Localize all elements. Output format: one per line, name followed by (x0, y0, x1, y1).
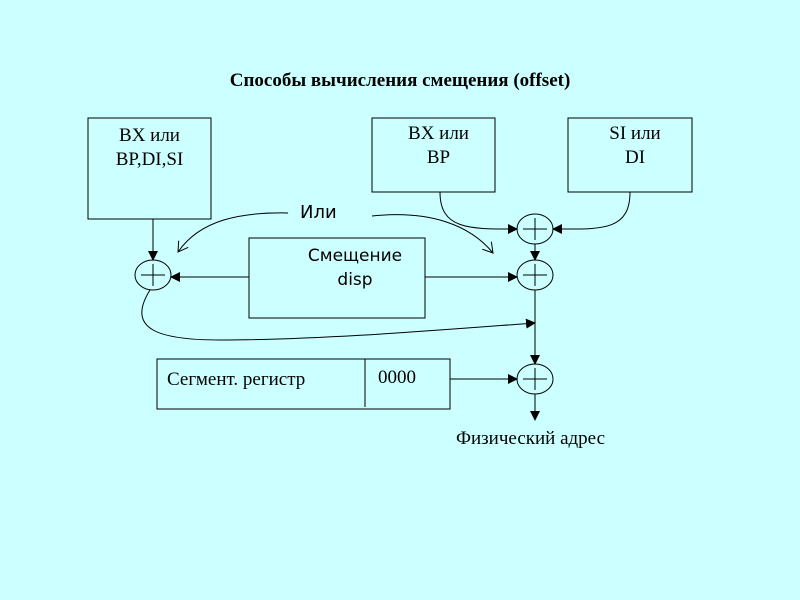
adder-mid-right (516, 259, 554, 291)
segment-register-label: Сегмент. регистр (167, 369, 306, 390)
or-arrow-right (371, 214, 493, 253)
adder-final (516, 363, 554, 395)
box-base-label: BX или BP (372, 122, 505, 170)
or-label: Или (300, 202, 337, 223)
arrow-base-to-adder (439, 191, 518, 235)
box-index-line1: SI или (609, 123, 661, 144)
box-base-index-line2: BP,DI,SI (115, 149, 184, 170)
box-base-index (87, 117, 212, 220)
arrow-index-to-adder (552, 191, 631, 235)
box-displacement-line1: Смещение (307, 246, 403, 266)
adder-left (134, 259, 172, 291)
arrow-left-adder-loop (141, 289, 536, 341)
box-index-line2: DI (624, 147, 646, 168)
adder-top-right (516, 213, 554, 245)
segment-zeros-label: 0000 (378, 367, 416, 388)
box-base-index-line1: BX или (119, 125, 180, 146)
box-segment (156, 358, 451, 410)
box-displacement-line2: disp (337, 270, 373, 290)
diagram-title: Способы вычисления смещения (offset) (229, 70, 571, 91)
box-displacement (248, 237, 426, 319)
or-arrow-left (178, 212, 289, 252)
box-base-line2: BP (426, 147, 451, 168)
box-base-index-label: BX или BP,DI,SI (88, 124, 211, 172)
box-base (371, 117, 496, 193)
box-index-label: SI или DI (568, 122, 702, 170)
physical-address-label: Физический адрес (456, 428, 606, 449)
box-base-line1: BX или (408, 123, 469, 144)
box-displacement-label: Смещение disp (275, 244, 435, 292)
